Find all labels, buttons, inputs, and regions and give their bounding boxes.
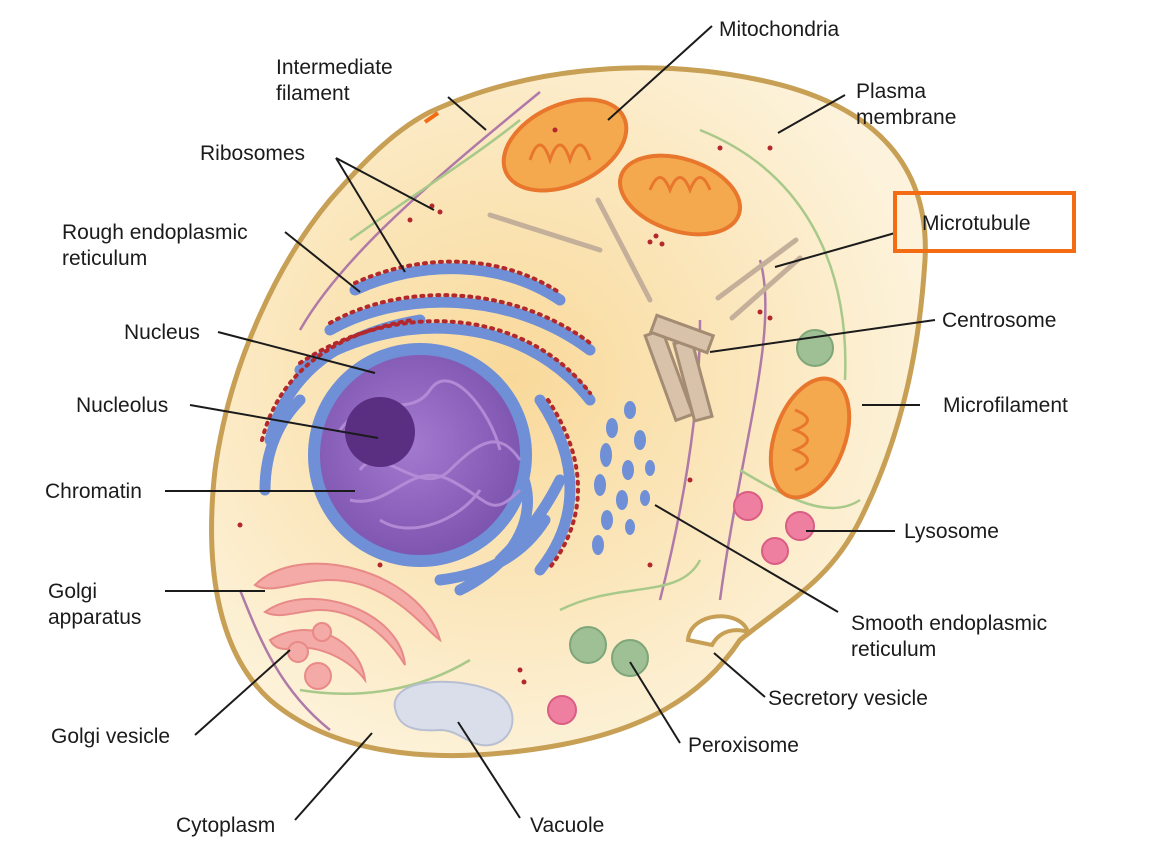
smooth-er-shape — [592, 401, 655, 555]
accent-tick — [423, 111, 440, 124]
lysosome-shapes — [547, 491, 815, 725]
label-nucleolus: Nucleolus — [76, 394, 169, 417]
filaments — [238, 91, 861, 731]
label-golgi-vesicle: Golgi vesicle — [51, 725, 171, 748]
label-nucleus: Nucleus — [124, 321, 200, 344]
label-cytoplasm: Cytoplasm — [176, 814, 276, 837]
vacuole-shape — [393, 680, 514, 747]
label-centrosome: Centrosome — [942, 309, 1057, 332]
label-golgi-apparatus: Golgi apparatus — [48, 580, 142, 629]
label-microtubule: Microtubule — [922, 212, 1031, 235]
microtubules — [487, 197, 803, 321]
leader-lines — [165, 25, 936, 821]
label-intermediate-filament: Intermediate filament — [276, 56, 393, 105]
label-smooth-er: Smooth endoplasmic reticulum — [851, 612, 1048, 661]
label-ribosomes: Ribosomes — [200, 142, 306, 165]
label-secretory-vesicle: Secretory vesicle — [768, 687, 928, 710]
golgi-shape — [253, 562, 442, 690]
mitochondria-shapes — [501, 97, 852, 500]
label-microfilament: Microfilament — [943, 394, 1068, 417]
label-peroxisome: Peroxisome — [688, 734, 799, 757]
label-mitochondria: Mitochondria — [719, 18, 840, 41]
peroxisome-shapes — [569, 329, 834, 677]
label-chromatin: Chromatin — [45, 480, 142, 503]
label-plasma-membrane: Plasma membrane — [856, 80, 957, 129]
microtubule-highlight-box — [893, 191, 1076, 253]
label-lysosome: Lysosome — [904, 520, 999, 543]
centrosome-shape — [643, 313, 716, 423]
nucleolus-shape — [345, 397, 415, 467]
secretory-vesicle-shape — [685, 614, 752, 648]
label-vacuole: Vacuole — [530, 814, 605, 837]
label-rough-er: Rough endoplasmic reticulum — [62, 221, 248, 270]
